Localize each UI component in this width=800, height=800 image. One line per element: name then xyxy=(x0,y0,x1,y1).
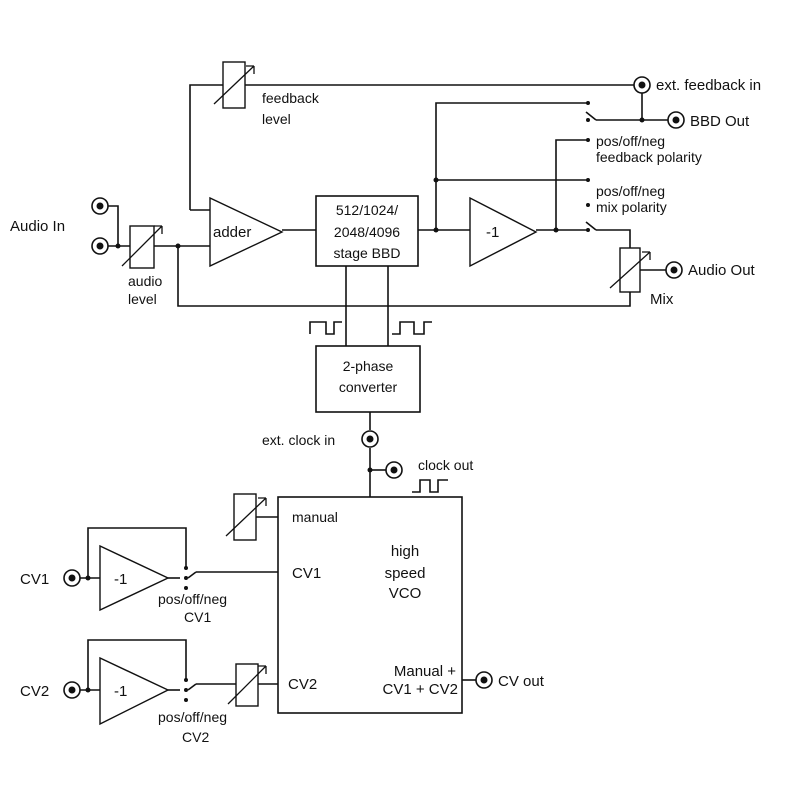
cv2-pot xyxy=(227,663,267,707)
manual-label: manual xyxy=(292,509,338,525)
cv2-polarity-label-2: CV2 xyxy=(182,729,209,745)
audio-out-label: Audio Out xyxy=(688,262,756,279)
audio-in-label: Audio In xyxy=(10,218,65,235)
vco-label-3: VCO xyxy=(389,585,422,602)
clock-phase-2-wave xyxy=(392,321,432,335)
wires xyxy=(80,84,676,691)
bbd-label-2: 2048/4096 xyxy=(334,224,400,240)
inverter-cv2-label: -1 xyxy=(114,683,127,700)
ext-clock-in-label: ext. clock in xyxy=(262,432,335,448)
mix-pot xyxy=(609,247,651,293)
ext-feedback-in-label: ext. feedback in xyxy=(656,77,761,94)
audio-level-label-2: level xyxy=(128,291,157,307)
converter-label-2: converter xyxy=(339,379,398,395)
bbd-box xyxy=(315,195,419,267)
adder-label: adder xyxy=(213,224,251,241)
cv1-jack[interactable] xyxy=(63,569,81,587)
switch-levers xyxy=(187,111,597,691)
mix-polarity-label-1: pos/off/neg xyxy=(596,183,665,199)
manual-sum-label-1: Manual + xyxy=(394,663,456,680)
audio-level-label-1: audio xyxy=(128,273,162,289)
clock-out-label: clock out xyxy=(418,457,473,473)
junctions xyxy=(85,82,645,702)
audio-in-jack-2[interactable] xyxy=(91,237,109,255)
mix-label: Mix xyxy=(650,291,674,308)
cv2-jack[interactable] xyxy=(63,681,81,699)
manual-sum-label-2: CV1 + CV2 xyxy=(383,681,458,698)
adder-amp xyxy=(209,196,284,268)
feedback-level-label-1: feedback xyxy=(262,90,320,106)
clock-out-jack[interactable] xyxy=(385,461,403,479)
cv1-polarity-label-1: pos/off/neg xyxy=(158,591,227,607)
vco-box xyxy=(277,496,463,714)
converter-box xyxy=(315,345,421,413)
cv1-label: CV1 xyxy=(20,571,49,588)
converter-label-1: 2-phase xyxy=(343,358,394,374)
audio-out-jack[interactable] xyxy=(665,261,683,279)
bbd-label-1: 512/1024/ xyxy=(336,202,398,218)
clock-phase-1-wave xyxy=(309,321,342,335)
mix-polarity-label-2: mix polarity xyxy=(596,199,667,215)
feedback-level-pot xyxy=(213,61,255,109)
vco-label-2: speed xyxy=(385,565,426,582)
cv1-input-label: CV1 xyxy=(292,565,321,582)
ext-clock-in-jack[interactable] xyxy=(361,430,379,448)
inverter-cv2-amp xyxy=(99,656,170,726)
inverter-main-label: -1 xyxy=(486,224,499,241)
inverter-cv1-amp xyxy=(99,544,170,612)
bbd-out-jack[interactable] xyxy=(667,111,685,129)
bbd-label-3: stage BBD xyxy=(334,245,401,261)
cv-out-jack[interactable] xyxy=(475,671,493,689)
clock-out-wave xyxy=(412,479,448,493)
vco-label-1: high xyxy=(391,543,419,560)
ext-feedback-in-jack[interactable] xyxy=(633,76,651,94)
cv2-input-label: CV2 xyxy=(288,676,317,693)
cv2-polarity-label-1: pos/off/neg xyxy=(158,709,227,725)
inverter-main-amp xyxy=(469,196,538,268)
fb-polarity-label-2: feedback polarity xyxy=(596,149,702,165)
cv-out-label: CV out xyxy=(498,673,545,690)
cv2-label: CV2 xyxy=(20,683,49,700)
feedback-level-label-2: level xyxy=(262,111,291,127)
cv1-polarity-label-2: CV1 xyxy=(184,609,211,625)
manual-pot xyxy=(225,493,267,541)
inverter-cv1-label: -1 xyxy=(114,571,127,588)
bbd-out-label: BBD Out xyxy=(690,113,750,130)
audio-in-jack-1[interactable] xyxy=(91,197,109,215)
fb-polarity-label-1: pos/off/neg xyxy=(596,133,665,149)
audio-level-pot xyxy=(121,225,163,269)
